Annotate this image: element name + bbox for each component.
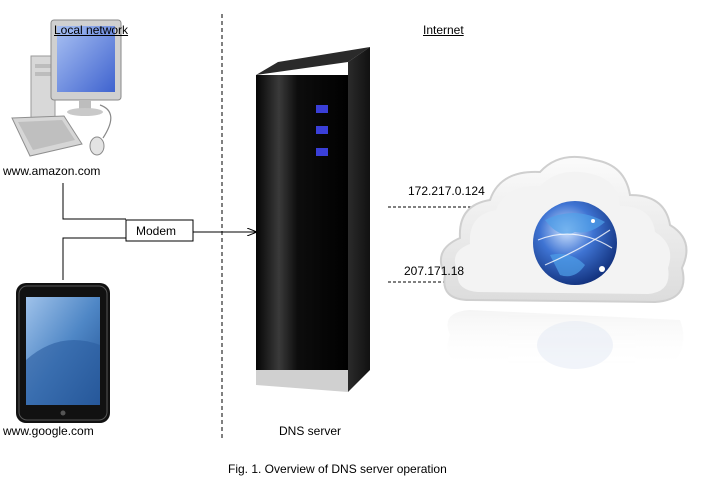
tablet-label: www.google.com [3, 424, 94, 438]
tablet-icon [16, 283, 110, 423]
local-network-header: Local network [54, 23, 129, 37]
globe-icon [533, 201, 617, 285]
computer-label: www.amazon.com [3, 164, 101, 178]
figure-caption: Fig. 1. Overview of DNS server operation [228, 462, 447, 476]
internet-header: Internet [423, 23, 464, 37]
server-icon [256, 47, 370, 392]
modem-box [125, 219, 194, 242]
ip-address-2: 207.171.18 [404, 264, 465, 278]
computer-icon [11, 19, 122, 157]
dns-server-label: DNS server [279, 424, 342, 438]
modem-label: Modem [136, 224, 177, 238]
cloud-reflection [447, 310, 684, 370]
ip-address-1: 172.217.0.124 [408, 184, 485, 198]
